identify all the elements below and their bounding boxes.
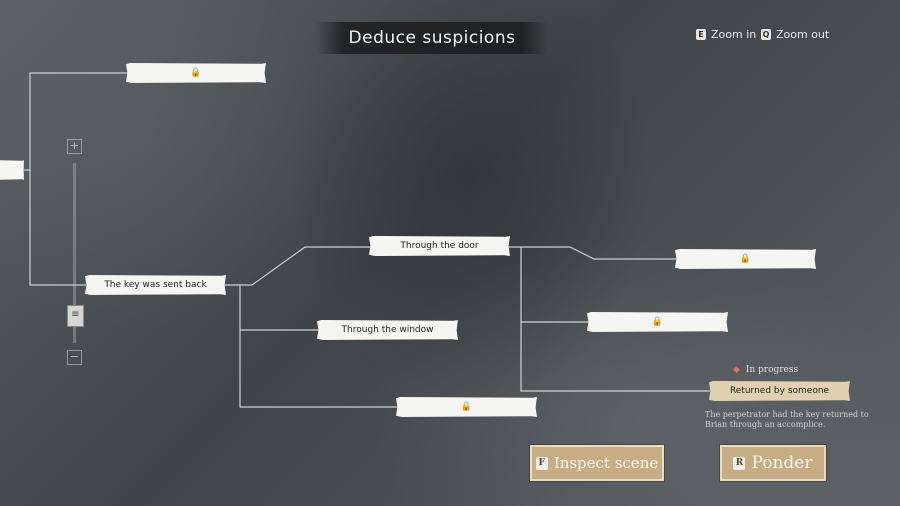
zoom-minus-icon[interactable]: − <box>67 350 82 365</box>
node-label: The key was sent back <box>104 280 207 290</box>
zoom-in-hint[interactable]: E Zoom in <box>696 28 756 41</box>
status-label: In progress <box>745 365 799 375</box>
right-locked-node-1[interactable]: 🔒 <box>675 249 816 269</box>
node-key-sent-back[interactable]: The key was sent back <box>85 275 226 295</box>
e-key-icon: E <box>696 29 706 40</box>
left-offscreen-node[interactable] <box>0 160 24 180</box>
status-dot-icon: ◆ <box>733 365 740 375</box>
node-through-door[interactable]: Through the door <box>369 236 510 256</box>
lock-icon: 🔒 <box>739 254 752 264</box>
zoom-in-label: Zoom in <box>711 28 757 41</box>
inspect-scene-label: Inspect scene <box>553 454 659 472</box>
node-label: Through the window <box>341 325 434 335</box>
lock-icon: 🔒 <box>651 317 664 327</box>
zoom-slider-track[interactable] <box>73 163 76 343</box>
right-locked-node-2[interactable]: 🔒 <box>587 312 728 332</box>
f-key-icon: F <box>535 456 548 470</box>
r-key-icon: R <box>733 456 746 470</box>
lock-icon: 🔒 <box>460 402 473 412</box>
zoom-plus-icon[interactable]: + <box>67 139 82 154</box>
ponder-label: Ponder <box>751 453 813 473</box>
node-description: The perpetrator had the key returned to … <box>705 410 869 429</box>
bottom-locked-node[interactable]: 🔒 <box>396 397 537 417</box>
inspect-scene-button[interactable]: F Inspect scene <box>530 445 664 481</box>
top-locked-node[interactable]: 🔒 <box>126 63 266 83</box>
zoom-slider-handle[interactable]: ≡ <box>67 305 84 327</box>
zoom-out-label: Zoom out <box>776 28 830 41</box>
page-title: Deduce suspicions <box>316 22 548 54</box>
node-returned-by-someone[interactable]: Returned by someone <box>709 381 850 401</box>
node-label: Through the door <box>400 241 479 251</box>
zoom-out-hint[interactable]: Q Zoom out <box>761 28 829 41</box>
lock-icon: 🔒 <box>190 68 202 78</box>
ponder-button[interactable]: R Ponder <box>720 445 826 481</box>
node-label: Returned by someone <box>729 386 830 396</box>
status-indicator: ◆ In progress <box>733 365 798 375</box>
node-through-window[interactable]: Through the window <box>317 320 458 340</box>
q-key-icon: Q <box>761 29 771 40</box>
